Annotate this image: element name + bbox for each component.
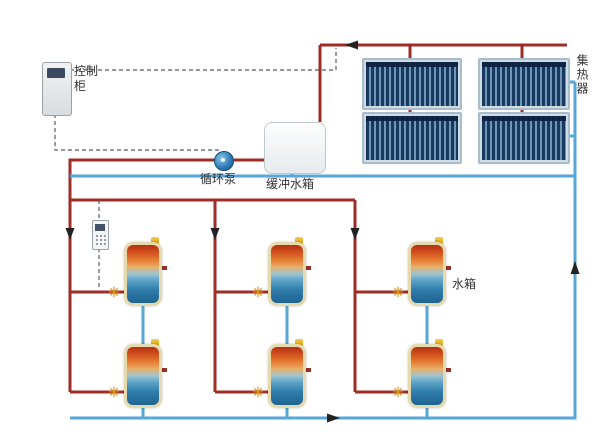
control-line-path xyxy=(54,114,219,152)
water-tank xyxy=(268,339,311,408)
tank-tap-icon xyxy=(161,368,167,372)
flow-arrow-left-icon xyxy=(345,40,358,50)
collector-panel xyxy=(478,58,570,110)
buffer-tank xyxy=(264,122,326,174)
valve-icon: ✳ xyxy=(252,384,264,400)
cabinet-display xyxy=(47,68,65,78)
flow-arrow-up-icon xyxy=(570,261,580,274)
valve-icon: ✳ xyxy=(108,284,120,300)
water-tank xyxy=(408,339,451,408)
tank-cap-icon xyxy=(295,237,303,245)
tank-body xyxy=(268,242,306,306)
collector-label: 集热器 xyxy=(575,54,589,96)
collector-panel xyxy=(478,112,570,164)
tank-tap-icon xyxy=(305,266,311,270)
flow-arrow-right-icon xyxy=(327,413,340,423)
tank-body xyxy=(268,344,306,408)
collector-tubes xyxy=(366,116,458,160)
collector-tubes xyxy=(366,62,458,106)
collector-tubes xyxy=(482,116,566,160)
collector-tubes xyxy=(482,62,566,106)
flow-arrow-down-icon xyxy=(65,228,75,240)
hot-pipe-path xyxy=(70,290,408,394)
control-line-path xyxy=(70,48,337,71)
tank-body xyxy=(124,344,162,408)
collector-panel xyxy=(362,112,462,164)
controller-display xyxy=(95,224,105,231)
controller-keypad xyxy=(95,234,106,246)
water-tank-label: 水箱 xyxy=(452,277,477,291)
tank-cap-icon xyxy=(435,237,443,245)
tank-cap-icon xyxy=(295,339,303,347)
circulation-pump xyxy=(214,151,234,171)
hot-pipes xyxy=(68,43,567,394)
valve-icon: ✳ xyxy=(108,384,120,400)
collector-panel xyxy=(362,58,462,110)
hot-pipe-path xyxy=(318,43,567,122)
tank-body xyxy=(408,242,446,306)
control-cabinet-label: 控制柜 xyxy=(74,64,99,93)
pump-hub-icon xyxy=(221,158,225,162)
valve-icon: ✳ xyxy=(252,284,264,300)
tank-controller xyxy=(92,220,109,250)
tank-cap-icon xyxy=(151,339,159,347)
valve-icon: ✳ xyxy=(392,384,404,400)
cold-pipe-path xyxy=(141,306,429,418)
tank-tap-icon xyxy=(305,368,311,372)
tank-tap-icon xyxy=(445,266,451,270)
water-tank xyxy=(124,339,167,408)
water-tank xyxy=(124,237,167,306)
tank-body xyxy=(124,242,162,306)
hot-pipe-path xyxy=(68,158,357,392)
tank-cap-icon xyxy=(151,237,159,245)
valve-icon: ✳ xyxy=(392,284,404,300)
buffer-tank-label: 缓冲水箱 xyxy=(266,177,315,191)
cabinet-keypad xyxy=(47,82,67,110)
control-lines xyxy=(54,48,337,288)
water-tank xyxy=(268,237,311,306)
water-tank xyxy=(408,237,451,306)
tank-tap-icon xyxy=(445,368,451,372)
control-cabinet xyxy=(42,62,72,116)
flow-arrows xyxy=(65,40,580,423)
flow-arrow-down-icon xyxy=(210,228,220,240)
tank-tap-icon xyxy=(161,266,167,270)
circulation-pump-label: 循环泵 xyxy=(200,172,237,186)
tank-body xyxy=(408,344,446,408)
tank-cap-icon xyxy=(435,339,443,347)
flow-arrow-down-icon xyxy=(350,228,360,240)
